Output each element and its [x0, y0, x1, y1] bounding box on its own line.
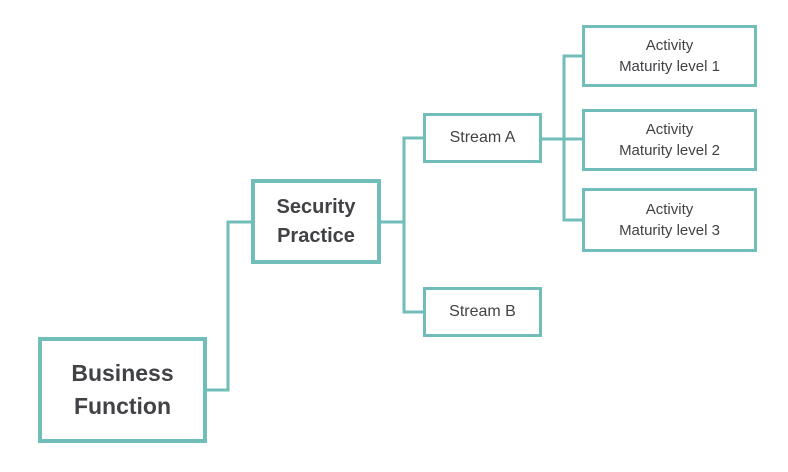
node-activity-maturity-level-2-label: Activity Maturity level 2 — [619, 121, 720, 159]
node-activity-maturity-level-1: Activity Maturity level 1 — [582, 25, 757, 87]
edge-business-function-security-practice — [207, 220, 251, 392]
node-activity-maturity-level-3-label: Activity Maturity level 3 — [619, 201, 720, 239]
node-activity-maturity-level-3: Activity Maturity level 3 — [582, 188, 757, 252]
node-stream-b: Stream B — [423, 287, 542, 337]
node-stream-a: Stream A — [423, 113, 542, 163]
node-security-practice: Security Practice — [251, 179, 381, 264]
node-stream-a-label: Stream A — [449, 129, 516, 146]
node-stream-b-label: Stream B — [449, 303, 516, 320]
node-activity-maturity-level-1-label: Activity Maturity level 1 — [619, 37, 720, 75]
node-security-practice-label: Security Practice — [276, 195, 356, 247]
node-business-function-label: Business Function — [71, 360, 174, 419]
node-activity-maturity-level-2: Activity Maturity level 2 — [582, 109, 757, 171]
edge-security-practice-streams — [402, 136, 423, 314]
edge-stream-a-activities-1-3 — [562, 54, 582, 222]
node-business-function: Business Function — [38, 337, 207, 443]
